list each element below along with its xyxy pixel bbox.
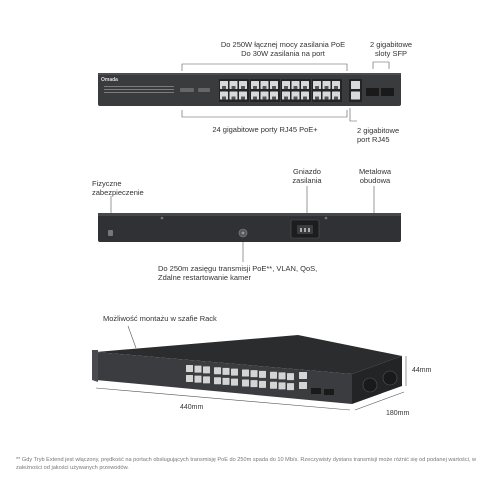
angled-rj45-port-icon	[214, 377, 221, 385]
angled-rj45-port-icon	[278, 382, 286, 390]
angled-rj45-port-icon	[194, 375, 202, 383]
sfp-callout-line-1: 2 gigabitowe	[369, 40, 413, 49]
angled-rj45-port-icon	[278, 372, 286, 380]
features-callout-line-1: Do 250m zasięgu transmisji PoE**, VLAN, …	[158, 264, 318, 273]
angled-rj45-port-icon	[287, 383, 294, 391]
rack-callout: Możliwość montażu w szafie Rack	[103, 314, 217, 323]
angled-rj45-port-icon	[250, 370, 258, 378]
sfp-slot-icon	[366, 88, 379, 96]
angled-rj45-port-icon	[214, 367, 221, 375]
side-fan-icon-2	[382, 370, 398, 386]
sfp-callout-line-2: sloty SFP	[374, 49, 408, 58]
power-callout-line-2: Do 30W zasilania na port	[241, 49, 325, 58]
side-fan-icon-1	[362, 377, 378, 393]
uplink-rj45-port-icon	[351, 81, 360, 89]
angled-rj45-port-icon	[222, 377, 230, 385]
rear-chassis	[98, 213, 401, 242]
angled-rj45-port-icon	[203, 366, 210, 374]
sfp-slot-icon	[381, 88, 394, 96]
angled-rj45-port-icon	[186, 365, 193, 372]
power-socket-callout-line-2: zasilania	[292, 176, 322, 185]
power-callout-line-1: Do 250W łącznej mocy zasilania PoE	[220, 40, 346, 49]
angled-rj45-port-icon	[287, 373, 294, 381]
angled-rj45-port-icon	[250, 380, 258, 388]
features-callout: Do 250m zasięgu transmisji PoE**, VLAN, …	[158, 264, 317, 282]
uplink-rj45-port-icon	[351, 91, 360, 100]
angled-rj45-port-icon	[222, 367, 230, 375]
rj45-callout-line-1: 2 gigabitowe	[357, 126, 400, 135]
height-dimension: 44mm	[412, 367, 432, 374]
sfp-callout: 2 gigabitowe sloty SFP	[356, 40, 426, 58]
angled-rj45-port-icon	[231, 378, 238, 386]
lock-callout: Fizyczne zabezpieczenie	[92, 179, 144, 197]
angled-rj45-port-icon	[186, 375, 193, 382]
kensington-lock-icon	[108, 230, 113, 236]
casing-callout: Metalowa obudowa	[340, 167, 410, 185]
angled-top-face	[96, 335, 402, 374]
footnote: ** Gdy Tryb Extend jest włączony, prędko…	[16, 457, 477, 471]
casing-callout-line-2: obudowa	[359, 176, 391, 185]
lock-callout-line-2: zabezpieczenie	[92, 188, 144, 197]
angled-uplink-port-icon	[299, 382, 307, 389]
angled-uplink-port-icon	[299, 372, 307, 379]
angled-rj45-port-icon	[242, 369, 249, 377]
angled-rj45-port-icon	[203, 376, 210, 384]
features-callout-line-2: Zdalne restartowanie kamer	[158, 273, 251, 282]
angled-rj45-port-icon	[270, 381, 277, 389]
power-socket-callout-line-1: Gniazdo	[293, 167, 321, 176]
front-logo: Omada	[101, 77, 118, 83]
power-callout: Do 250W łącznej mocy zasilania PoE Do 30…	[198, 40, 368, 58]
power-socket-callout: Gniazdo zasilania	[272, 167, 342, 185]
rj45-callout-line-2: port RJ45	[357, 135, 390, 144]
angled-rj45-port-icon	[259, 380, 266, 388]
casing-callout-line-1: Metalowa	[358, 167, 392, 176]
angled-sfp-slot-icon	[311, 388, 321, 394]
width-dimension: 440mm	[180, 404, 204, 411]
rj45-callout: 2 gigabitowe port RJ45	[357, 126, 399, 144]
angled-rj45-port-icon	[194, 365, 202, 373]
angled-side-face	[352, 356, 402, 404]
angled-rj45-port-icon	[242, 379, 249, 387]
angled-rj45-port-icon	[259, 370, 266, 378]
lock-callout-line-1: Fizyczne	[92, 179, 122, 188]
angled-rj45-port-icon	[270, 371, 277, 379]
angled-sfp-slot-icon	[324, 389, 334, 395]
depth-dimension: 180mm	[386, 410, 410, 417]
ports-callout: 24 gigabitowe porty RJ45 PoE+	[212, 125, 318, 134]
angled-rj45-port-icon	[231, 368, 238, 376]
